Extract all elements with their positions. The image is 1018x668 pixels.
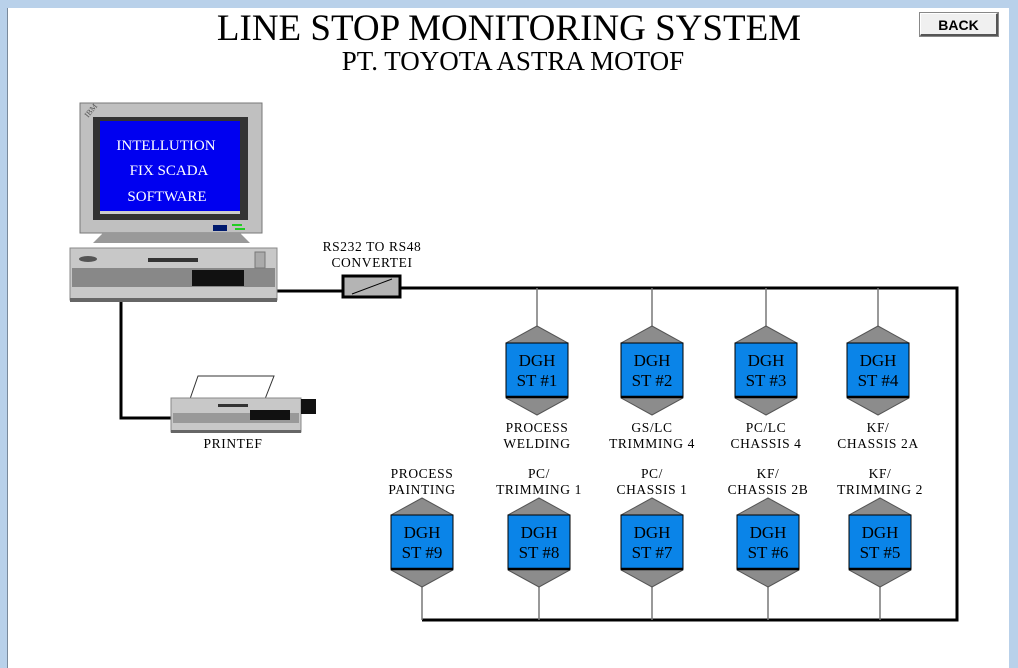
- converter-icon: RS232 TO RS48 CONVERTEI: [323, 239, 422, 299]
- station-caption-2: TRIMMING 2: [837, 482, 923, 497]
- station-name: DGH: [634, 523, 671, 542]
- station-caption-2: TRIMMING 4: [609, 436, 695, 451]
- station-caption-1: GS/LC: [631, 420, 672, 435]
- station-body: [846, 342, 910, 398]
- station-caption-2: WELDING: [503, 436, 570, 451]
- station-number: ST #6: [748, 543, 789, 562]
- station-caption-2: CHASSIS 2A: [837, 436, 918, 451]
- station-name: DGH: [750, 523, 787, 542]
- back-button[interactable]: BACK: [919, 12, 999, 37]
- station-number: ST #5: [860, 543, 901, 562]
- station-body: [848, 514, 912, 570]
- station-name: DGH: [748, 351, 785, 370]
- station-caption-2: TRIMMING 1: [496, 482, 582, 497]
- page-title: LINE STOP MONITORING SYSTEM: [216, 8, 802, 49]
- page-subtitle: PT. TOYOTA ASTRA MOTOF: [341, 46, 685, 76]
- station-caption-1: PROCESS: [506, 420, 569, 435]
- station-name: DGH: [404, 523, 441, 542]
- converter-label-2: CONVERTEI: [331, 255, 412, 270]
- printer-label: PRINTEF: [204, 436, 263, 451]
- station-number: ST #8: [519, 543, 560, 562]
- station-name: DGH: [519, 351, 556, 370]
- station-number: ST #2: [632, 371, 673, 390]
- station-body: [736, 514, 800, 570]
- station-number: ST #7: [632, 543, 673, 562]
- station-caption-1: PC/: [528, 466, 550, 481]
- station-body: [505, 342, 569, 398]
- station-name: DGH: [634, 351, 671, 370]
- station-number: ST #3: [746, 371, 787, 390]
- station-caption-2: CHASSIS 2B: [728, 482, 809, 497]
- station-caption-1: KF/: [757, 466, 780, 481]
- station-body: [390, 514, 454, 570]
- station-name: DGH: [860, 351, 897, 370]
- station-number: ST #1: [517, 371, 558, 390]
- screen-line-1: INTELLUTION: [116, 138, 215, 154]
- station-number: ST #9: [402, 543, 443, 562]
- converter-label-1: RS232 TO RS48: [323, 239, 422, 254]
- station-caption-2: PAINTING: [388, 482, 455, 497]
- station-body: [620, 514, 684, 570]
- computer-icon: IBM INTELLUTION FIX SCADA SOFTWARE: [69, 102, 278, 302]
- station-caption-2: CHASSIS 1: [616, 482, 687, 497]
- station-name: DGH: [862, 523, 899, 542]
- station-name: DGH: [521, 523, 558, 542]
- station-caption-2: CHASSIS 4: [730, 436, 801, 451]
- screen-line-2: FIX SCADA: [130, 163, 209, 179]
- station-body: [734, 342, 798, 398]
- station-caption-1: KF/: [867, 420, 890, 435]
- station-body: [620, 342, 684, 398]
- station-caption-1: PROCESS: [391, 466, 454, 481]
- station-body: [507, 514, 571, 570]
- screen-line-3: SOFTWARE: [127, 189, 206, 205]
- station-caption-1: KF/: [869, 466, 892, 481]
- network-wires: [119, 286, 959, 622]
- station-caption-1: PC/LC: [746, 420, 787, 435]
- station-caption-1: PC/: [641, 466, 663, 481]
- station-number: ST #4: [858, 371, 899, 390]
- printer-icon: PRINTEF: [170, 375, 316, 451]
